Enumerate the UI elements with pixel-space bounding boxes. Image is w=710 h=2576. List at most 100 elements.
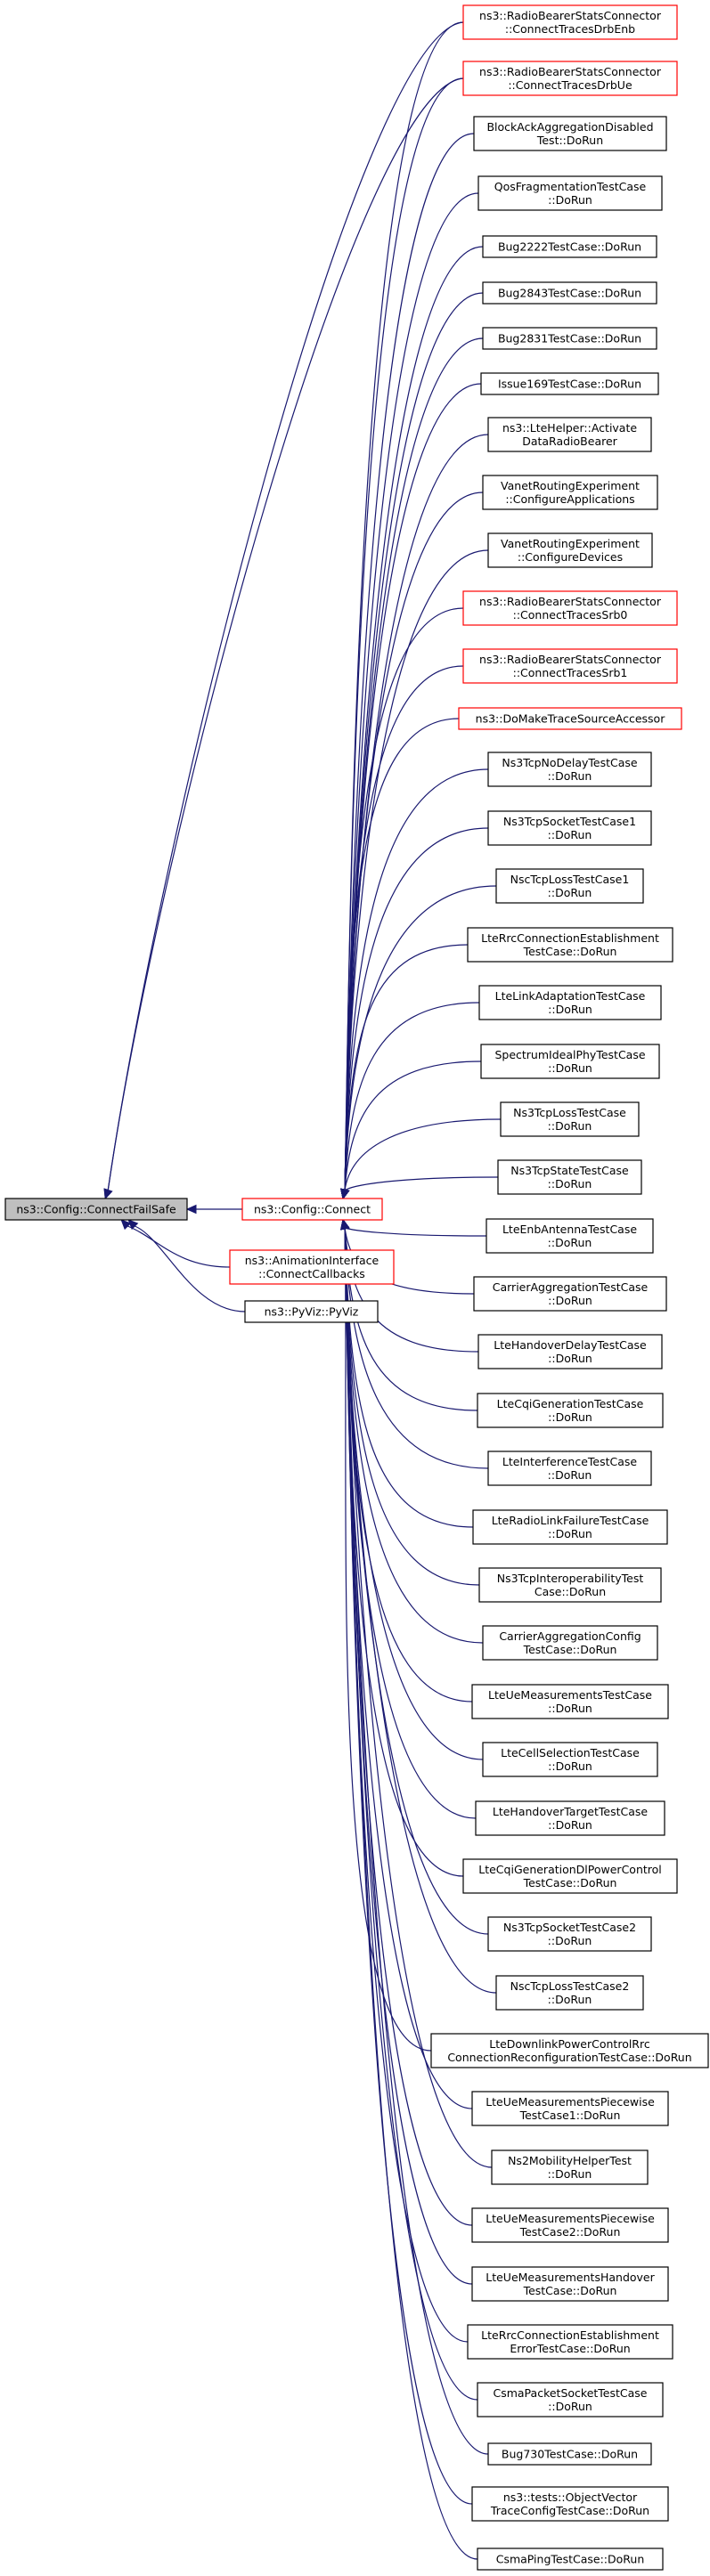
node-label: TestCase::DoRun [523, 2284, 617, 2297]
node-ltedownlinkpc[interactable]: LteDownlinkPowerControlRrcConnectionReco… [430, 2033, 709, 2068]
node-anim[interactable]: ns3::AnimationInterface::ConnectCallback… [229, 1249, 395, 1285]
node-label: ::DoRun [548, 1818, 592, 1832]
node-lteradiolink[interactable]: LteRadioLinkFailureTestCase::DoRun [472, 1509, 668, 1545]
edge-lteuemeaspw2-to-connect [340, 1218, 473, 2226]
node-rbs_srb0[interactable]: ns3::RadioBearerStatsConnector::ConnectT… [462, 590, 678, 626]
node-label: Ns3TcpLossTestCase [513, 1106, 626, 1119]
node-label: CsmaPacketSocketTestCase [493, 2386, 647, 2400]
edge-line [107, 21, 464, 1191]
node-label: ::DoRun [548, 2167, 592, 2181]
node-label: ns3::Config::Connect [254, 1203, 371, 1216]
node-label: Ns3TcpSocketTestCase2 [503, 1921, 636, 1934]
node-vanet_apps[interactable]: VanetRoutingExperiment::ConfigureApplica… [482, 475, 658, 510]
node-label: ::DoRun [548, 1119, 592, 1133]
node-ns3tcpsocket1[interactable]: Ns3TcpSocketTestCase1::DoRun [487, 810, 652, 846]
edge-line [344, 1227, 479, 1353]
node-rbs_srb1[interactable]: ns3::RadioBearerStatsConnector::ConnectT… [462, 648, 678, 684]
node-ns3tcpstate[interactable]: Ns3TcpStateTestCase::DoRun [497, 1159, 642, 1195]
node-box [467, 2324, 673, 2360]
node-box [495, 1975, 644, 2011]
edge-line [344, 192, 479, 1191]
node-bug730[interactable]: Bug730TestCase::DoRun [487, 2442, 652, 2466]
edge-line [344, 768, 489, 1191]
nodes-layer: ns3::Config::ConnectFailSafe ns3::Config:… [4, 4, 709, 2571]
node-ns3tcpsocket2[interactable]: Ns3TcpSocketTestCase2::DoRun [487, 1916, 652, 1952]
node-issue169[interactable]: Issue169TestCase::DoRun [480, 372, 659, 395]
node-bug2222[interactable]: Bug2222TestCase::DoRun [482, 235, 657, 258]
node-bug2843[interactable]: Bug2843TestCase::DoRun [482, 281, 657, 305]
node-ltecellsel[interactable]: LteCellSelectionTestCase::DoRun [482, 1742, 658, 1777]
node-carrieragg[interactable]: CarrierAggregationTestCase::DoRun [473, 1276, 667, 1312]
node-box [241, 1198, 383, 1221]
node-lteuemeaspw2[interactable]: LteUeMeasurementsPiecewiseTestCase2::DoR… [471, 2207, 669, 2243]
edge-line [344, 1227, 469, 2343]
node-ns2mobility[interactable]: Ns2MobilityHelperTest::DoRun [491, 2149, 649, 2185]
node-root[interactable]: ns3::Config::ConnectFailSafe [4, 1198, 188, 1221]
node-lteinterference[interactable]: LteInterferenceTestCase::DoRun [487, 1451, 652, 1486]
node-ltecqigen[interactable]: LteCqiGenerationTestCase::DoRun [477, 1393, 664, 1428]
node-csmaping[interactable]: CsmaPingTestCase::DoRun [477, 2548, 664, 2571]
node-domaketrace[interactable]: ns3::DoMakeTraceSourceAccessor [458, 707, 682, 730]
node-rbs_drbenb[interactable]: ns3::RadioBearerStatsConnector::ConnectT… [462, 4, 678, 40]
edge-line [344, 944, 469, 1191]
node-label: Bug2843TestCase::DoRun [498, 287, 641, 300]
edge-line [344, 1118, 502, 1191]
edge-line [344, 1227, 478, 2401]
edge-rbs_drbenb-to-root [103, 21, 464, 1200]
node-lteenbantenna[interactable]: LteEnbAntennaTestCase::DoRun [486, 1218, 654, 1254]
node-box [477, 1393, 664, 1428]
node-box [487, 1916, 652, 1952]
edge-lteenbantenna-to-connect [340, 1218, 487, 1237]
node-box [482, 281, 657, 305]
node-nsctcploss2[interactable]: NscTcpLossTestCase2::DoRun [495, 1975, 644, 2011]
node-connect[interactable]: ns3::Config::Connect [241, 1198, 383, 1221]
node-objvector[interactable]: ns3::tests::ObjectVectorTraceConfigTestC… [471, 2486, 669, 2522]
node-label: ::DoRun [548, 1410, 592, 1424]
node-box [477, 2382, 664, 2418]
node-ns3tcploss[interactable]: Ns3TcpLossTestCase::DoRun [500, 1101, 640, 1137]
node-pyviz[interactable]: ns3::PyViz::PyViz [244, 1300, 379, 1323]
node-ltecqigendl[interactable]: LteCqiGenerationDlPowerControlTestCase::… [462, 1858, 678, 1894]
node-box [462, 1858, 678, 1894]
node-csmapacket[interactable]: CsmaPacketSocketTestCase::DoRun [477, 2382, 664, 2418]
node-label: ns3::Config::ConnectFailSafe [16, 1203, 176, 1216]
node-box [480, 372, 659, 395]
node-label: Ns2MobilityHelperTest [508, 2154, 632, 2167]
node-label: NscTcpLossTestCase2 [510, 1979, 630, 1993]
edge-ns3tcpstate-to-connect [340, 1176, 499, 1200]
node-box [477, 2548, 664, 2571]
node-label: ns3::tests::ObjectVector [503, 2491, 638, 2504]
node-ltehandoverdelay[interactable]: LteHandoverDelayTestCase::DoRun [477, 1334, 663, 1369]
node-rbs_drbue[interactable]: ns3::RadioBearerStatsConnector::ConnectT… [462, 61, 678, 96]
node-ns3tcpnodelay[interactable]: Ns3TcpNoDelayTestCase::DoRun [487, 752, 652, 787]
edge-lterrcconnerr-to-connect [340, 1218, 469, 2343]
node-lteuemeaspw1[interactable]: LteUeMeasurementsPiecewiseTestCase1::DoR… [471, 2091, 669, 2126]
node-ltelinkadapt[interactable]: LteLinkAdaptationTestCase::DoRun [478, 985, 662, 1020]
node-qosfrag[interactable]: QosFragmentationTestCase::DoRun [477, 175, 663, 211]
edge-line [344, 1227, 478, 2560]
node-lterrcconn[interactable]: LteRrcConnectionEstablishmentTestCase::D… [467, 927, 673, 963]
node-lteuemeas[interactable]: LteUeMeasurementsTestCase::DoRun [471, 1684, 669, 1719]
node-label: ::ConfigureDevices [518, 550, 623, 564]
node-label: ::DoRun [548, 1468, 592, 1482]
node-nsctcploss1[interactable]: NscTcpLossTestCase1::DoRun [495, 868, 644, 904]
node-spectrumideal[interactable]: SpectrumIdealPhyTestCase::DoRun [480, 1044, 660, 1079]
node-box [471, 2091, 669, 2126]
edge-line [344, 434, 489, 1191]
node-label: ::DoRun [548, 1061, 592, 1075]
edge-line [344, 1002, 480, 1191]
node-box [487, 417, 652, 452]
edge-csmaping-to-connect [340, 1218, 478, 2560]
node-lterrcconnerr[interactable]: LteRrcConnectionEstablishmentErrorTestCa… [467, 2324, 673, 2360]
node-label: TestCase1::DoRun [519, 2109, 621, 2122]
edge-connect-to-root [185, 1204, 242, 1215]
node-label: LteRrcConnectionEstablishment [481, 931, 659, 945]
node-ltehandovertarget[interactable]: LteHandoverTargetTestCase::DoRun [475, 1800, 665, 1836]
node-bug2831[interactable]: Bug2831TestCase::DoRun [482, 327, 657, 350]
node-vanet_dev[interactable]: VanetRoutingExperiment::ConfigureDevices [487, 532, 653, 568]
